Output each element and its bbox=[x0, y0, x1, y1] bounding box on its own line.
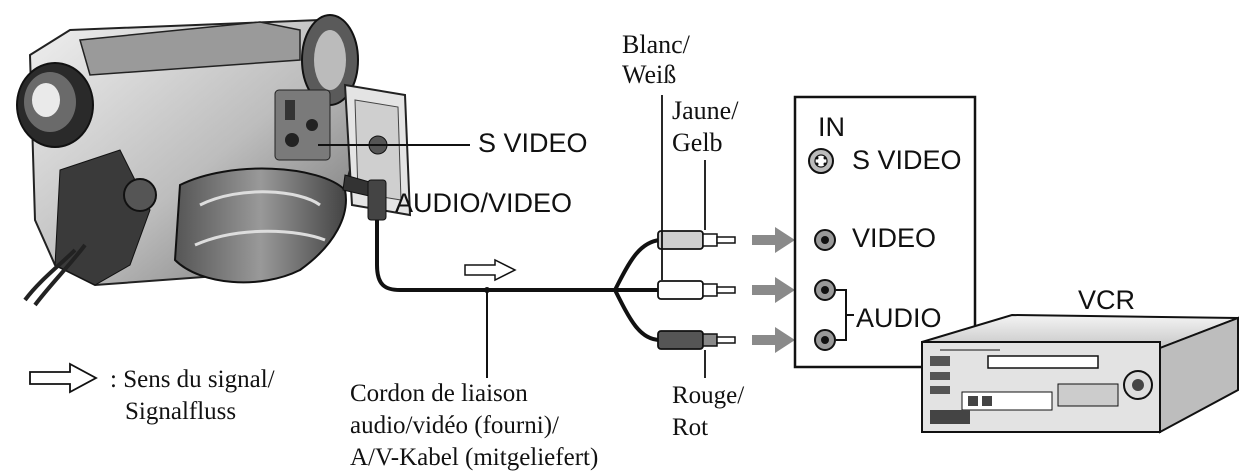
label-cable-1: Cordon de liaison bbox=[350, 380, 528, 407]
label-gelb: Gelb bbox=[672, 128, 723, 157]
label-vcr-audio: AUDIO bbox=[856, 303, 942, 333]
label-jaune: Jaune/ bbox=[672, 96, 739, 125]
label-rouge: Rouge/ bbox=[672, 382, 745, 409]
rca-plug-icon bbox=[657, 230, 736, 350]
label-signal-legend-2: Signalfluss bbox=[125, 398, 237, 425]
vcr-in-panel bbox=[793, 95, 977, 369]
label-vcr-in: IN bbox=[818, 112, 845, 142]
label-audio-video-jack: AUDIO/VIDEO bbox=[395, 188, 573, 218]
label-vcr: VCR bbox=[1078, 285, 1136, 315]
vcr-icon bbox=[921, 313, 1239, 434]
label-s-video-camera: S VIDEO bbox=[478, 128, 588, 158]
label-weiss: Weiß bbox=[622, 60, 677, 89]
camcorder-icon bbox=[16, 14, 412, 307]
av-plug-icon bbox=[342, 174, 387, 221]
rca-jack-icon bbox=[814, 229, 836, 351]
label-signal-legend-1: : Sens du signal/ bbox=[110, 366, 275, 393]
signal-arrows bbox=[752, 227, 795, 353]
signal-legend-icon bbox=[29, 362, 98, 394]
label-blanc: Blanc/ bbox=[622, 30, 690, 59]
s-video-jack-icon bbox=[808, 148, 834, 174]
label-cable-2: audio/vidéo (fourni)/ bbox=[350, 412, 559, 439]
label-cable-3: A/V-Kabel (mitgeliefert) bbox=[350, 444, 599, 471]
signal-arrow-icon bbox=[464, 258, 517, 282]
label-vcr-s-video: S VIDEO bbox=[852, 145, 962, 175]
label-rot: Rot bbox=[672, 414, 709, 441]
label-vcr-video: VIDEO bbox=[852, 223, 937, 253]
